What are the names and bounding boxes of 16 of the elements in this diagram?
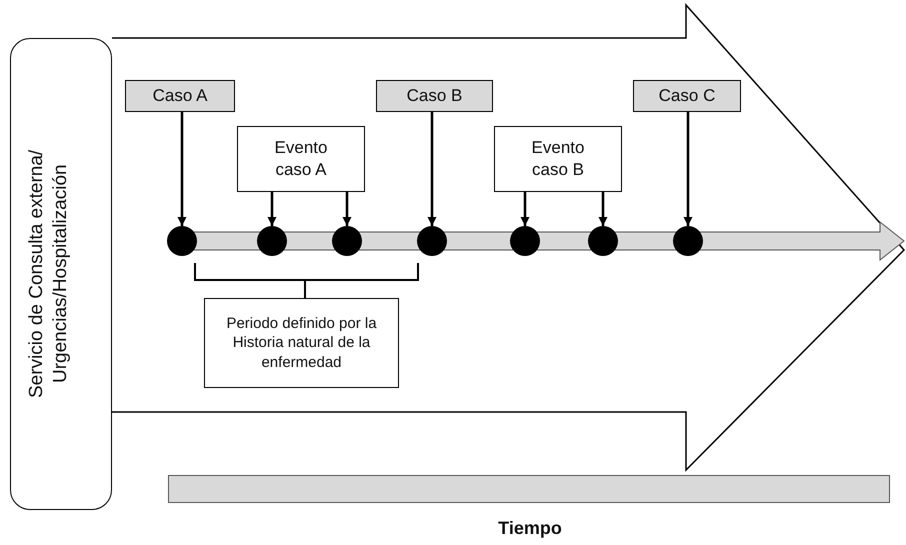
period-box: Periodo definido por la Historia natural de la enfermedad: [204, 298, 399, 388]
time-bar: [168, 475, 890, 503]
event-box: Evento caso B: [494, 126, 622, 192]
axis-label: Tiempo: [497, 516, 563, 540]
arrow: [342, 192, 352, 226]
case-box: Caso A: [125, 80, 235, 112]
service-box: Servicio de Consulta externa/ Urgencias/Hospitalización: [10, 38, 112, 510]
arrow: [268, 192, 276, 226]
arrow: [520, 192, 530, 226]
arrow: [684, 112, 692, 226]
event-box: Evento caso A: [237, 126, 365, 192]
arrow: [428, 112, 436, 226]
case-box: Caso C: [633, 80, 741, 112]
arrow: [178, 112, 186, 226]
arrow: [598, 192, 608, 226]
case-box: Caso B: [376, 80, 493, 112]
